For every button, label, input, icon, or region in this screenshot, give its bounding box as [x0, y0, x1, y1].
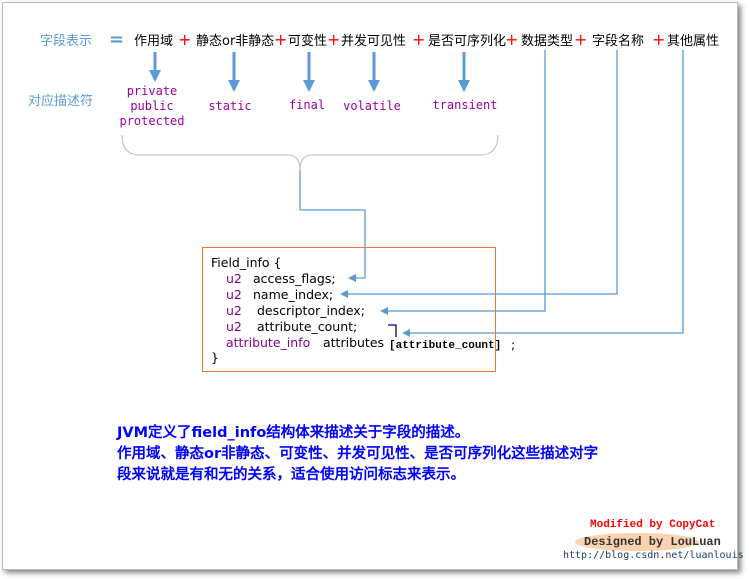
field-info-box [202, 247, 496, 372]
field-descriptor-index: descriptor_index; [257, 303, 365, 318]
part-scope: 作用域 [134, 34, 174, 49]
descriptor-protected: protected [119, 114, 185, 128]
part-visibility: 并发可见性 [341, 34, 407, 49]
plus-sign: + [505, 30, 519, 49]
plus-sign: + [327, 30, 341, 49]
part-mutability: 可变性 [288, 34, 328, 49]
field-access-flags: access_flags; [253, 271, 336, 286]
attr-semicolon: ; [511, 337, 516, 352]
descriptor-brace [121, 134, 499, 171]
name-index-connector [340, 50, 618, 298]
diagram-canvas [2, 2, 738, 570]
field-type: u2 [226, 319, 242, 334]
descriptor-private: private [126, 84, 178, 98]
part-static: 静态or非静态 [196, 34, 275, 49]
struct-open: Field_info { [211, 255, 282, 270]
field-type: u2 [226, 303, 242, 318]
attr-index: [attribute_count] [389, 340, 502, 352]
descriptor-static: static [208, 99, 252, 113]
equals-sign: = [109, 29, 125, 50]
plus-sign: + [178, 30, 192, 49]
designed-credit: Designed by LouLuan [584, 535, 721, 549]
note-line-1: JVM定义了field_info结构体来描述关于字段的描述。 [117, 425, 470, 441]
attribute-count-connector [402, 50, 684, 337]
plus-sign: + [412, 30, 426, 49]
descriptor-label: 对应描述符 [28, 94, 94, 109]
part-data-type: 数据类型 [521, 34, 574, 49]
descriptor-transient: transient [432, 98, 498, 112]
descriptor-public: public [130, 99, 174, 113]
note-line-3: 段来说就是有和无的关系，适合使用访问标志来表示。 [117, 467, 465, 483]
field-name-index: name_index; [253, 287, 334, 302]
plus-sign: + [652, 30, 666, 49]
field-attribute-count: attribute_count; [257, 319, 358, 334]
part-other-attributes: 其他属性 [667, 34, 720, 49]
note-line-2: 作用域、静态or非静态、可变性、并发可见性、是否可序列化这些描述对字 [117, 446, 599, 462]
field-representation-label: 字段表示 [40, 34, 93, 49]
attr-name: attributes [323, 335, 385, 350]
attr-type: attribute_info [226, 335, 311, 350]
plus-sign: + [574, 30, 588, 49]
descriptor-final: final [288, 98, 326, 112]
blog-url: http://blog.csdn.net/luanlouis [563, 550, 744, 561]
field-type: u2 [226, 287, 242, 302]
modified-credit: Modified by CopyCat [590, 519, 716, 531]
descriptor-volatile: volatile [343, 99, 401, 113]
struct-close: } [211, 350, 219, 365]
plus-sign: + [274, 30, 288, 49]
descriptor-index-connector [380, 50, 546, 315]
access-flags-connector [299, 170, 366, 282]
part-serializable: 是否可序列化 [428, 34, 507, 49]
field-type: u2 [226, 271, 242, 286]
part-field-name: 字段名称 [592, 34, 645, 49]
